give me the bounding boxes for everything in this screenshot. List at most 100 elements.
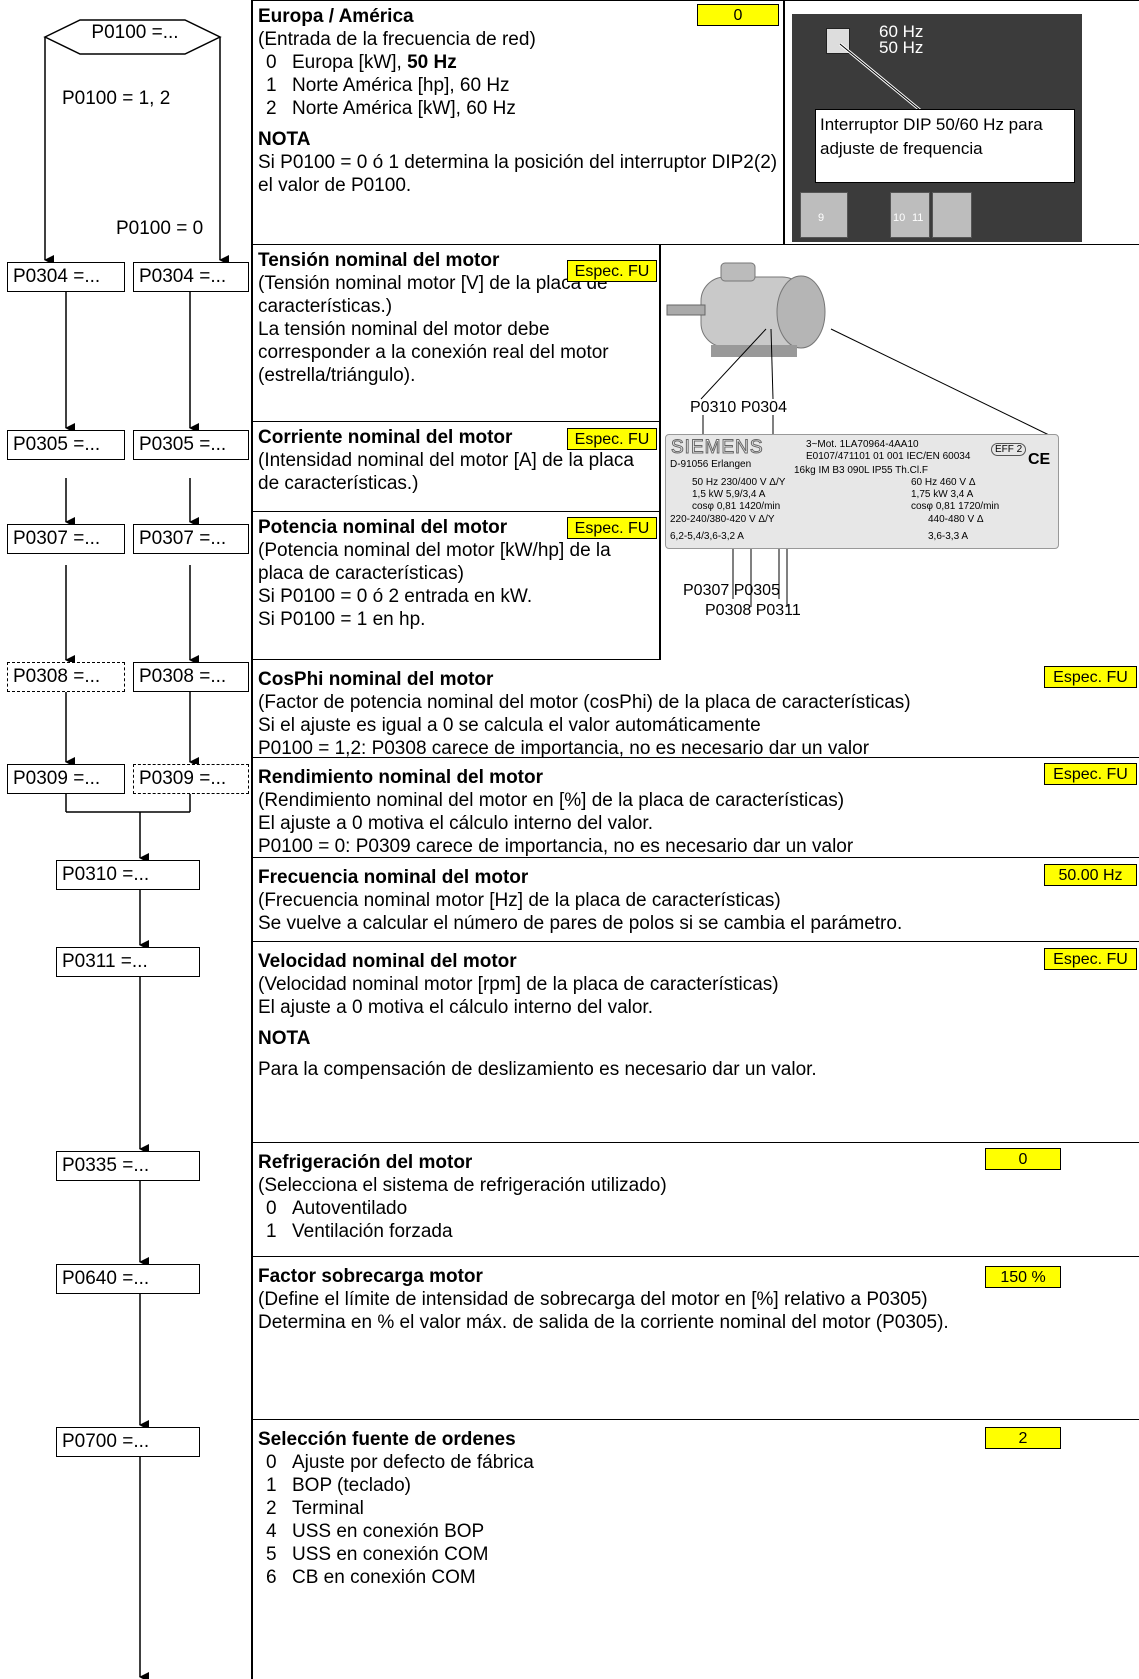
nameplate-text: 3~Mot. 1LA70964-4AA10	[806, 439, 919, 450]
nameplate-text: cosφ 0,81 1720/min	[911, 501, 1000, 512]
nameplate-brand: SIEMENS	[671, 437, 764, 459]
column-divider	[251, 0, 253, 1679]
terminal-number: 10	[893, 212, 906, 224]
value-badge: Espec. FU	[1044, 948, 1137, 970]
section-title: Potencia nominal del motor	[258, 517, 508, 538]
flow-box-p0309-right: P0309 =...	[133, 764, 249, 794]
section-p0311: Velocidad nominal del motor (Velocidad n…	[252, 942, 1139, 1143]
section-desc: (Rendimiento nominal del motor en [%] de…	[258, 790, 845, 811]
nameplate-text: 1,5 kW 5,9/3,4 A	[692, 489, 766, 500]
value-badge: Espec. FU	[567, 260, 657, 282]
section-title: Corriente nominal del motor	[258, 427, 513, 448]
value-badge: Espec. FU	[1044, 763, 1137, 785]
flow-box-p0305-right: P0305 =...	[133, 430, 249, 460]
dip-pointer-line	[839, 42, 921, 112]
section-text: Determina en % el valor máx. de salida d…	[258, 1312, 949, 1333]
flow-box-p0640: P0640 =...	[56, 1264, 200, 1294]
section-p0100: Europa / América (Entrada de la frecuenc…	[252, 0, 1139, 245]
motor-nameplate: SIEMENS 3~Mot. 1LA70964-4AA10 E0107/4711…	[665, 434, 1059, 549]
flow-box-p0305-left: P0305 =...	[7, 430, 125, 460]
section-p0310: Frecuencia nominal del motor (Frecuencia…	[252, 858, 1139, 942]
value-badge: Espec. FU	[567, 428, 657, 450]
value-badge: 150 %	[985, 1266, 1061, 1288]
nameplate-text: 220-240/380-420 V Δ/Y	[670, 514, 775, 525]
nameplate-text: 1,75 kW 3,4 A	[911, 489, 974, 500]
ce-mark: CE	[1028, 451, 1051, 468]
section-p0304: Tensión nominal del motor (Tensión nomin…	[252, 245, 659, 422]
section-p0305: Corriente nominal del motor (Intensidad …	[252, 422, 659, 512]
note-title: NOTA	[258, 129, 311, 150]
section-split-line	[783, 0, 785, 245]
section-title: Refrigeración del motor	[258, 1152, 473, 1173]
value-badge: Espec. FU	[1044, 666, 1137, 688]
section-p0309: Rendimiento nominal del motor (Rendimien…	[252, 758, 1139, 858]
section-text: La tensión nominal del motor debe corres…	[258, 319, 609, 386]
flow-box-p0309-left: P0309 =...	[7, 764, 125, 794]
section-text: El ajuste a 0 motiva el cálculo interno …	[258, 997, 653, 1018]
nameplate-text: 60 Hz 460 V Δ	[911, 477, 976, 488]
flow-box-p0304-right: P0304 =...	[133, 262, 249, 292]
section-title: Selección fuente de ordenes	[258, 1429, 516, 1450]
section-desc: (Tensión nominal motor [V] de la placa d…	[258, 273, 608, 317]
terminal-block	[800, 192, 848, 238]
nameplate-text: 440-480 V Δ	[928, 514, 984, 525]
section-text: El ajuste a 0 motiva el cálculo interno …	[258, 813, 653, 834]
flow-start-label: P0100 =...	[91, 22, 179, 43]
section-text: P0100 = 0: P0309 carece de importancia, …	[258, 836, 854, 857]
section-title: Tensión nominal del motor	[258, 250, 500, 271]
note-text: Si P0100 = 0 ó 1 determina la posición d…	[258, 152, 778, 196]
section-title: Europa / América	[258, 6, 414, 27]
section-title: Factor sobrecarga motor	[258, 1266, 483, 1287]
nameplate-label-top: P0310 P0304	[690, 399, 787, 416]
section-p0308: CosPhi nominal del motor (Factor de pote…	[252, 660, 1139, 758]
section-p0307: Potencia nominal del motor (Potencia nom…	[252, 512, 659, 660]
section-desc: (Potencia nominal del motor [kW/hp] de l…	[258, 540, 611, 584]
flow-box-p0308-left: P0308 =...	[7, 662, 125, 692]
flow-box-p0335: P0335 =...	[56, 1151, 200, 1181]
value-badge: 0	[697, 4, 779, 26]
section-desc: (Selecciona el sistema de refrigeración …	[258, 1175, 667, 1196]
flow-box-p0307-right: P0307 =...	[133, 524, 249, 554]
photo-hz-top: 60 Hz	[879, 22, 924, 41]
flow-branch-right-label: P0100 = 0	[116, 218, 204, 239]
dip-switch-note: Interruptor DIP 50/60 Hz para adjuste de…	[815, 109, 1075, 183]
note-title: NOTA	[258, 1028, 311, 1049]
photo-hz-bottom: 50 Hz	[879, 38, 924, 57]
value-badge: 2	[985, 1427, 1061, 1449]
section-title: Frecuencia nominal del motor	[258, 867, 529, 888]
nameplate-text: D-91056 Erlangen	[670, 459, 752, 470]
flow-box-p0308-right: P0308 =...	[133, 662, 249, 692]
section-desc: (Velocidad nominal motor [rpm] de la pla…	[258, 974, 779, 995]
section-desc: (Entrada de la frecuencia de red)	[258, 29, 536, 50]
nameplate-text: 16kg IM B3 090L IP55 Th.Cl.F	[794, 465, 928, 476]
flow-box-p0310: P0310 =...	[56, 860, 200, 890]
section-desc: (Frecuencia nominal motor [Hz] de la pla…	[258, 890, 781, 911]
nameplate-text: cosφ 0,81 1420/min	[692, 501, 781, 512]
nameplate-label-bottom-1: P0307 P0305	[683, 582, 780, 599]
flow-box-p0700: P0700 =...	[56, 1427, 200, 1457]
section-text: Si P0100 = 0 ó 2 entrada en kW.	[258, 586, 533, 607]
section-text: Si P0100 = 1 en hp.	[258, 609, 426, 630]
nameplate-label-bottom-2: P0308 P0311	[705, 602, 801, 619]
section-p0640: Factor sobrecarga motor (Define el límit…	[252, 1257, 1139, 1420]
motor-illustration	[666, 262, 1050, 607]
nameplate-text: 6,2-5,4/3,6-3,2 A	[670, 531, 744, 542]
flow-box-p0304-left: P0304 =...	[7, 262, 125, 292]
note-text: Para la compensación de deslizamiento es…	[258, 1059, 817, 1080]
flowchart-lines	[43, 19, 229, 1679]
section-title: Velocidad nominal del motor	[258, 951, 517, 972]
eff-logo: EFF 2	[991, 443, 1027, 456]
value-badge: 0	[985, 1148, 1061, 1170]
nameplate-text: E0107/471101 01 001 IEC/EN 60034	[806, 451, 971, 462]
value-badge: 50.00 Hz	[1044, 864, 1137, 886]
terminal-number: 9	[818, 212, 825, 224]
section-desc: (Intensidad nominal del motor [A] de la …	[258, 450, 634, 494]
section-title: Rendimiento nominal del motor	[258, 767, 544, 788]
